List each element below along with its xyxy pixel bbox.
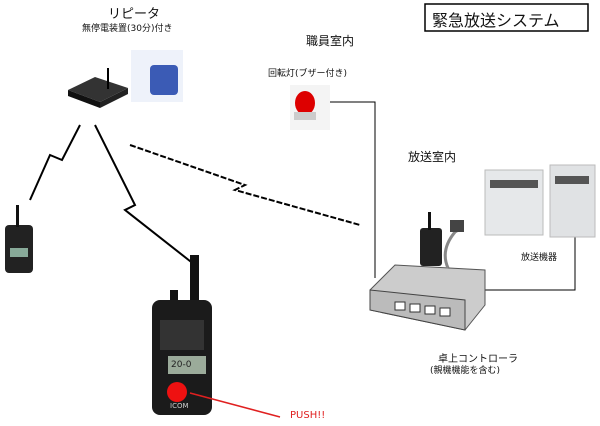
push-button (167, 382, 187, 402)
broadcast-room-label: 放送室内 (408, 150, 457, 164)
handheld-radio-left (5, 205, 33, 273)
wire-lamp (330, 101, 376, 278)
wire-equipment (485, 215, 576, 291)
wireless-link-left (29, 124, 81, 201)
controller-label: 卓上コントローラ (438, 354, 518, 365)
broadcast-equipment-icon (484, 164, 596, 238)
staff-room-label: 職員室内 (306, 34, 355, 48)
repeater-label: リピータ (108, 7, 161, 22)
wireless-link-right (129, 144, 361, 226)
push-label: PUSH!! (290, 410, 326, 421)
rotating-lamp-icon (290, 85, 330, 130)
repeater-device (68, 68, 128, 108)
handheld-radio-controller (420, 212, 442, 266)
lamp-label: 回転灯(ブザー付き) (268, 69, 348, 79)
equipment-label: 放送機器 (521, 253, 558, 263)
desktop-controller-icon (369, 220, 486, 331)
title-box (424, 3, 589, 32)
radio-display: 20-0 (171, 360, 192, 370)
handheld-radio-main (152, 255, 281, 418)
repeater-sub: 無停電装置(30分)付き (82, 24, 173, 34)
controller-sub: (親機機能を含む) (430, 366, 501, 376)
radio-brand: ICOM (170, 402, 189, 410)
wireless-link-center (94, 124, 196, 266)
page-title: 緊急放送システム (432, 11, 560, 30)
